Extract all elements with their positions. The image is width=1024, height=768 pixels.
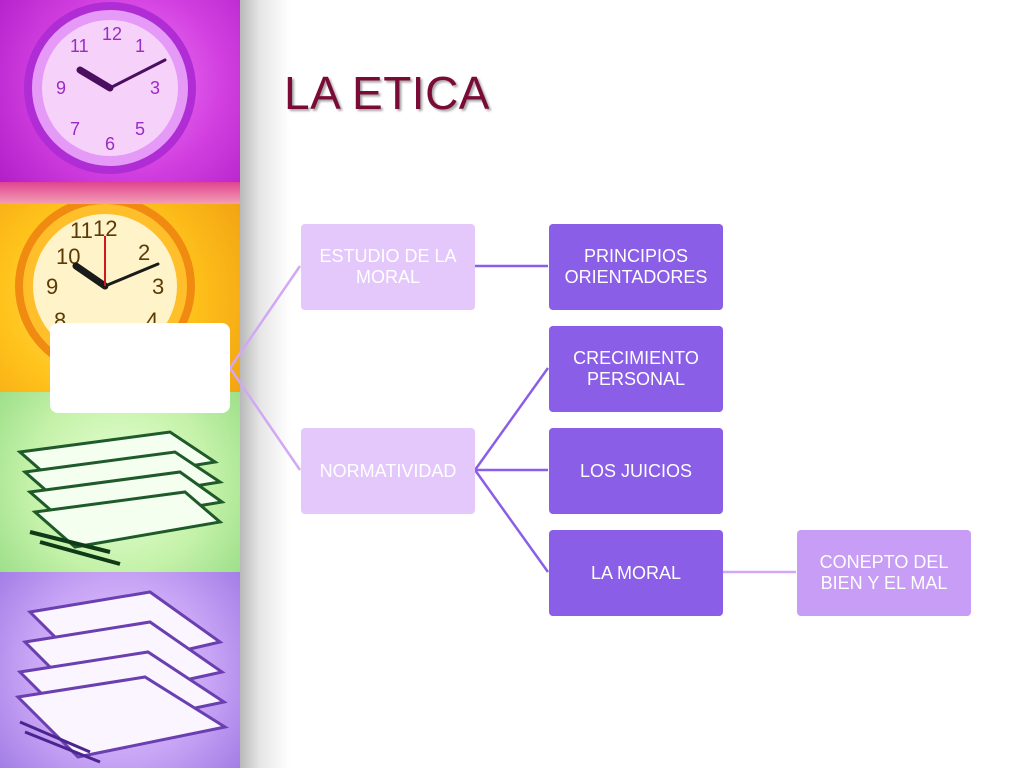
node-label: ESTUDIO DE LA MORAL xyxy=(319,246,457,287)
node-principios-orientadores: PRINCIPIOS ORIENTADORES xyxy=(549,224,723,310)
purple-papers-panel xyxy=(0,572,240,768)
node-los-juicios: LOS JUICIOS xyxy=(549,428,723,514)
svg-text:3: 3 xyxy=(150,78,160,98)
clock-icon: 123 69 111 57 xyxy=(24,2,196,174)
svg-text:12: 12 xyxy=(102,24,122,44)
node-label: CONEPTO DEL BIEN Y EL MAL xyxy=(819,552,949,593)
node-label: PRINCIPIOS ORIENTADORES xyxy=(564,246,708,287)
stacked-papers-icon xyxy=(14,590,229,764)
green-papers-panel xyxy=(0,392,240,572)
node-crecimiento-personal: CRECIMIENTO PERSONAL xyxy=(549,326,723,412)
node-label: CRECIMIENTO PERSONAL xyxy=(573,348,699,389)
svg-text:11: 11 xyxy=(70,218,93,243)
node-la-moral: LA MORAL xyxy=(549,530,723,616)
connector-root-estudio xyxy=(228,265,302,369)
svg-text:1: 1 xyxy=(135,36,145,56)
connector-normatividad-crecimiento xyxy=(473,367,550,471)
svg-text:11: 11 xyxy=(70,36,89,56)
stacked-papers-icon xyxy=(16,430,226,566)
connector-root-normatividad xyxy=(228,367,302,471)
svg-text:9: 9 xyxy=(46,274,58,299)
node-normatividad: NORMATIVIDAD xyxy=(301,428,475,514)
connector-normatividad-moral xyxy=(473,469,550,573)
slide-title: LA ETICA xyxy=(284,67,490,119)
pink-band xyxy=(0,182,240,204)
strip-shadow xyxy=(240,0,290,768)
svg-text:3: 3 xyxy=(152,274,164,299)
svg-text:2: 2 xyxy=(138,240,150,265)
node-label: LA MORAL xyxy=(590,562,682,583)
node-concepto-del-bien-y-el-mal: CONEPTO DEL BIEN Y EL MAL xyxy=(797,530,971,616)
svg-text:5: 5 xyxy=(135,119,145,139)
svg-text:7: 7 xyxy=(70,119,80,139)
node-estudio-de-la-moral: ESTUDIO DE LA MORAL xyxy=(301,224,475,310)
svg-text:9: 9 xyxy=(56,78,66,98)
node-label: LOS JUICIOS xyxy=(579,460,693,481)
node-label: NORMATIVIDAD xyxy=(319,460,457,481)
root-node xyxy=(50,323,230,413)
svg-text:6: 6 xyxy=(105,134,115,154)
